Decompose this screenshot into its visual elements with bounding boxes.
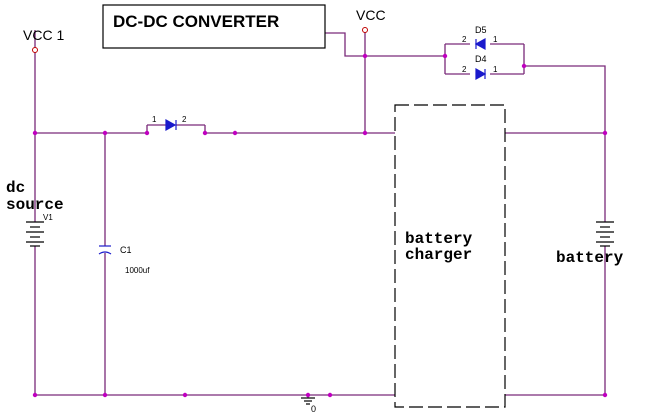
battery-charger: battery charger [394, 104, 506, 408]
node [144, 130, 150, 136]
d4-name: D4 [475, 54, 487, 64]
vcc1-terminal: VCC 1 [23, 27, 64, 53]
battery: battery [556, 221, 624, 267]
cap-value: 1000uf [125, 266, 150, 275]
charger-label-line1: battery [405, 230, 473, 248]
node [362, 53, 368, 59]
d4-pin-right: 1 [493, 65, 498, 74]
node [362, 130, 368, 136]
capacitor-c1: C1 1000uf [98, 245, 150, 275]
wire-converter-out [325, 32, 365, 57]
diode-top-pin-right: 2 [182, 115, 187, 124]
diode-icon [474, 37, 486, 51]
d5-name: D5 [475, 25, 487, 35]
converter-box [102, 4, 326, 49]
dc-source: dc source V1 [6, 179, 64, 247]
cap-plate-curved [98, 251, 112, 255]
terminal-icon [362, 27, 368, 33]
d5-pin-right: 1 [493, 35, 498, 44]
d5-pin-left: 2 [462, 35, 467, 44]
node [202, 130, 208, 136]
node [327, 392, 333, 398]
node [32, 130, 38, 136]
node [305, 392, 311, 398]
charger-label-line2: charger [405, 246, 472, 264]
node [182, 392, 188, 398]
junction-dots [32, 53, 608, 398]
node [602, 130, 608, 136]
diode-d4: D4 2 1 [462, 54, 498, 81]
node [232, 130, 238, 136]
vcc-label: VCC [356, 7, 386, 23]
diode-icon [475, 67, 487, 81]
node [602, 392, 608, 398]
diode-top-pin-left: 1 [152, 115, 157, 124]
node [521, 63, 527, 69]
diode-series: 1 2 [152, 115, 187, 132]
vcc-terminal: VCC [356, 7, 386, 33]
charger-box [394, 104, 506, 408]
node [442, 53, 448, 59]
diode-d5: D5 2 1 [462, 25, 498, 51]
vcc1-label: VCC 1 [23, 27, 64, 43]
ground-label: 0 [311, 404, 316, 414]
battery-label: battery [556, 249, 624, 267]
wires [34, 30, 606, 398]
cap-ref: C1 [120, 245, 132, 255]
wire-diodes-out [524, 65, 606, 133]
source-label-line2: source [6, 196, 64, 214]
node [102, 392, 108, 398]
diode-icon [165, 118, 177, 132]
node [32, 392, 38, 398]
terminal-icon [32, 47, 38, 53]
node [102, 130, 108, 136]
converter-label: DC-DC CONVERTER [113, 12, 279, 31]
dc-dc-converter: DC-DC CONVERTER [102, 4, 326, 49]
source-label-line1: dc [6, 179, 25, 197]
source-ref: V1 [43, 213, 53, 222]
ground: 0 [301, 397, 316, 414]
d4-pin-left: 2 [462, 65, 467, 74]
